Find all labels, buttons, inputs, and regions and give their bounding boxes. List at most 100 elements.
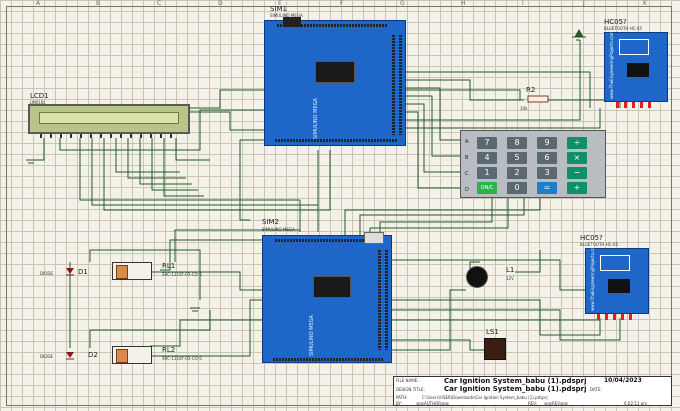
sheet-border [6, 6, 672, 406]
ruler-letter: A [36, 0, 41, 7]
l1-value: 12V [506, 276, 514, 281]
l1-lamp[interactable] [466, 266, 488, 288]
rl2-ref: RL2 [162, 346, 176, 354]
hc05-1-module[interactable]: www.TheEngineeringProjects.com [604, 31, 668, 102]
sim2-header-top [275, 239, 375, 242]
key-on-clear[interactable]: ON/C [477, 182, 497, 194]
key-multiply[interactable]: × [567, 152, 587, 164]
sim2-header-right-2 [378, 250, 381, 350]
tb-design-title: Car Ignition System_babu (1).pdsprj [444, 385, 587, 393]
sim1-header-right [399, 35, 402, 135]
tb-file-label: FILE NAME: [396, 378, 419, 383]
sim1-brand: SIMULINO MEGA [313, 98, 319, 139]
hc05-2-ref: HC05? [580, 234, 603, 242]
ruler-letter: K [643, 0, 647, 7]
l1-ref: L1 [506, 266, 515, 274]
hc05-1-antenna [619, 39, 649, 55]
key-9[interactable]: 9 [537, 137, 557, 149]
hc05-2-module[interactable]: www.TheEngineeringProjects.com [585, 243, 649, 314]
key-8[interactable]: 8 [507, 137, 527, 149]
key-1[interactable]: 1 [477, 167, 497, 179]
key-6[interactable]: 6 [537, 152, 557, 164]
rl1-relay[interactable] [112, 262, 152, 280]
hc05-2-chip [608, 279, 630, 293]
hc05-2-antenna [600, 255, 630, 271]
hc05-2-value: BLUETOOTH HC-05 [580, 242, 619, 247]
hc05-1-ref: HC05? [604, 18, 627, 26]
key-4[interactable]: 4 [477, 152, 497, 164]
sim2-board[interactable]: SIMULINO MEGA [262, 235, 392, 363]
sim1-header-bottom [275, 139, 397, 142]
sim2-ref: SIM2 [262, 218, 280, 226]
ruler-letter: D [218, 0, 223, 7]
sim2-usb-port [364, 232, 384, 244]
lcd1-ref: LCD1 [30, 92, 49, 100]
ruler-letter: H [461, 0, 466, 7]
d1-value: DIODE [40, 271, 54, 276]
sim2-mcu-chip [313, 276, 351, 298]
sim1-mcu-chip [315, 61, 355, 83]
key-0[interactable]: 0 [507, 182, 527, 194]
hc05-1-site: www.TheEngineeringProjects.com [609, 31, 614, 99]
tb-design-label: DESIGN TITLE: [396, 387, 425, 392]
tb-path-label: PATH: [396, 395, 408, 400]
r2-value: 10k [520, 106, 528, 111]
ruler-letter: G [400, 0, 405, 7]
ls1-ref: LS1 [486, 328, 499, 336]
sim1-header-right-2 [392, 35, 395, 135]
hc05-1-chip [627, 63, 649, 77]
sim1-header-top [277, 24, 387, 27]
key-minus[interactable]: − [567, 167, 587, 179]
hc05-1-pins [616, 102, 656, 108]
key-equals[interactable]: = [537, 182, 557, 194]
keypad[interactable]: A B C D 7 8 9 ÷ 4 5 6 × 1 2 3 − ON/C 0 =… [460, 130, 606, 198]
keypad-row-label: D [465, 187, 469, 193]
rl1-ref: RL1 [162, 262, 176, 270]
keypad-row-label: C [465, 171, 469, 177]
ruler-letter: C [157, 0, 162, 7]
title-block: FILE NAME: Car Ignition System_babu (1).… [393, 376, 672, 406]
hc05-2-pins [597, 314, 637, 320]
r2-ref: R2 [526, 86, 536, 94]
hc05-2-site: www.TheEngineeringProjects.com [590, 243, 595, 311]
key-plus[interactable]: + [567, 182, 587, 194]
sim2-header-bottom [273, 358, 383, 361]
sim2-brand: SIMULINO MEGA [309, 315, 315, 356]
key-2[interactable]: 2 [507, 167, 527, 179]
ls1-speaker[interactable] [484, 338, 506, 360]
lcd1-display[interactable] [28, 104, 190, 134]
tb-date: 10/04/2023 [604, 377, 642, 384]
ruler-letter: E [278, 0, 282, 7]
sim2-value: SIMULINO MEGA [262, 227, 295, 232]
rl2-relay[interactable] [112, 346, 152, 364]
tb-by-label: BY: [396, 401, 402, 406]
d1-ref: D1 [78, 268, 88, 276]
tb-date-label: DATE: [590, 387, 602, 392]
keypad-row-label: A [465, 139, 469, 145]
tb-time: 6:02:11 pm [624, 401, 648, 406]
lcd1-value: LM016L [30, 100, 46, 105]
lcd1-screen [39, 112, 179, 124]
ruler-letter: I [522, 0, 524, 7]
rl1-coil [116, 265, 128, 279]
ruler-letter: F [340, 0, 344, 7]
key-5[interactable]: 5 [507, 152, 527, 164]
keypad-row-label: B [465, 155, 469, 161]
sim1-usb-port [283, 17, 301, 27]
tb-path: C:\Users\USER\Downloads\Car Ignition Sys… [422, 395, 548, 400]
sim1-board[interactable]: SIMULINO MEGA [264, 20, 406, 146]
d2-value: DIODE [40, 354, 54, 359]
tb-rev: @@REV@@ [544, 401, 569, 406]
key-3[interactable]: 3 [537, 167, 557, 179]
key-7[interactable]: 7 [477, 137, 497, 149]
rl2-value: SRC-1110F-05-CO-5 [162, 356, 202, 361]
sim2-header-right [385, 250, 388, 350]
rl2-coil [116, 349, 128, 363]
hc05-1-value: BLUETOOTH HC-05 [604, 26, 643, 31]
ruler-letter: J [583, 0, 585, 7]
tb-rev-label: REV: [528, 401, 538, 406]
tb-file-name: Car Ignition System_babu (1).pdsprj [444, 377, 587, 385]
sim1-value: SIMULINO MEGA [270, 13, 303, 18]
key-divide[interactable]: ÷ [567, 137, 587, 149]
